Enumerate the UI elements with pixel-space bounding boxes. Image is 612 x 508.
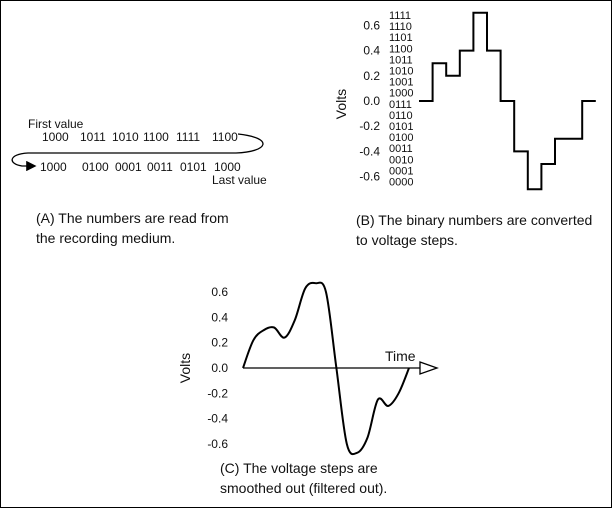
volt-tick-label: 0.6: [363, 18, 380, 32]
binary-tick-label: 0101: [389, 121, 413, 133]
volt-tick-label: 0.4: [363, 44, 380, 58]
row2-numbers: 1000 0100 0001 0011 0101 1000: [40, 160, 241, 174]
binary-tick-label: 0000: [389, 177, 413, 189]
row2-value: 0001: [115, 160, 142, 174]
binary-tick-label: 0011: [389, 143, 413, 155]
caption-b-line1: (B) The binary numbers are converted: [356, 212, 592, 228]
volt-tick-label: -0.6: [359, 170, 380, 184]
panel-b: Volts 0.60.40.20.0-0.2-0.4-0.6 111111101…: [333, 10, 596, 248]
volt-tick-label: 0.4: [211, 310, 228, 324]
binary-tick-label: 0010: [389, 154, 413, 166]
row2-value: 0100: [82, 160, 109, 174]
panel-a: First value 1000 1011 1010 1100 1111 110…: [11, 117, 267, 246]
binary-tick-label: 1100: [389, 43, 413, 55]
row2-value: 0011: [147, 160, 173, 174]
binary-tick-label: 1101: [389, 32, 413, 44]
row1-numbers: 1000 1011 1010 1100 1111 1100: [42, 130, 238, 144]
last-value-label: Last value: [212, 173, 267, 187]
reading-direction-arrow: [11, 133, 264, 172]
volt-tick-label: 0.2: [363, 69, 380, 83]
caption-a-line2: the recording medium.: [36, 230, 175, 246]
row1-value: 1100: [143, 130, 169, 144]
volt-tick-label: -0.6: [207, 437, 228, 451]
binary-tick-label: 0100: [389, 132, 413, 144]
panel-c-volt-ticks: 0.6 0.4 0.2 0.0 -0.2 -0.4 -0.6: [207, 285, 228, 451]
binary-tick-label: 1001: [389, 77, 413, 89]
volt-tick-label: -0.4: [207, 412, 228, 426]
binary-tick-label: 1011: [389, 54, 413, 66]
time-axis-label: Time: [385, 348, 416, 364]
panel-b-ylabel: Volts: [333, 89, 349, 119]
row1-value: 1010: [112, 130, 139, 144]
binary-tick-label: 0001: [389, 165, 413, 177]
time-axis-arrowhead: [419, 361, 439, 375]
row1-value: 1111: [176, 130, 200, 144]
volt-tick-label: -0.2: [207, 386, 228, 400]
row1-value: 1011: [80, 130, 106, 144]
row2-value: 1000: [40, 160, 67, 174]
panel-c: Volts 0.6 0.4 0.2 0.0 -0.2 -0.4 -0.6 Time (C) …: [177, 281, 439, 496]
volt-tick-label: 0.6: [211, 285, 228, 299]
caption-c-line1: (C) The voltage steps are: [220, 460, 378, 476]
panel-b-volt-ticks: 0.6 0.4 0.2 0.0 -0.2 -0.4 -0.6: [359, 18, 380, 183]
binary-tick-label: 1010: [389, 66, 413, 78]
volt-tick-label: 0.0: [363, 94, 380, 108]
caption-c-line2: smoothed out (filtered out).: [220, 480, 387, 496]
binary-tick-label: 1000: [389, 88, 413, 100]
caption-b-line2: to voltage steps.: [356, 232, 458, 248]
volt-tick-label: 0.0: [211, 361, 228, 375]
row1-value: 1100: [212, 130, 238, 144]
volt-tick-label: -0.4: [359, 144, 380, 158]
binary-tick-label: 1110: [389, 21, 412, 33]
row2-value: 0101: [180, 160, 207, 174]
binary-tick-label: 0111: [389, 99, 412, 111]
panel-c-smooth-curve: [242, 281, 410, 456]
binary-tick-label: 1111: [389, 10, 411, 22]
panel-c-ylabel: Volts: [177, 353, 193, 383]
first-value-label: First value: [28, 117, 84, 131]
volt-tick-label: 0.2: [211, 336, 228, 350]
volt-tick-label: -0.2: [359, 119, 380, 133]
row2-value: 1000: [214, 160, 241, 174]
binary-tick-label: 0110: [389, 110, 413, 122]
row1-value: 1000: [42, 130, 69, 144]
panel-b-step-line: [419, 11, 596, 191]
caption-a-line1: (A) The numbers are read from: [36, 210, 229, 226]
panel-b-binary-ticks: 1111111011011100101110101001100001110110…: [389, 10, 413, 189]
